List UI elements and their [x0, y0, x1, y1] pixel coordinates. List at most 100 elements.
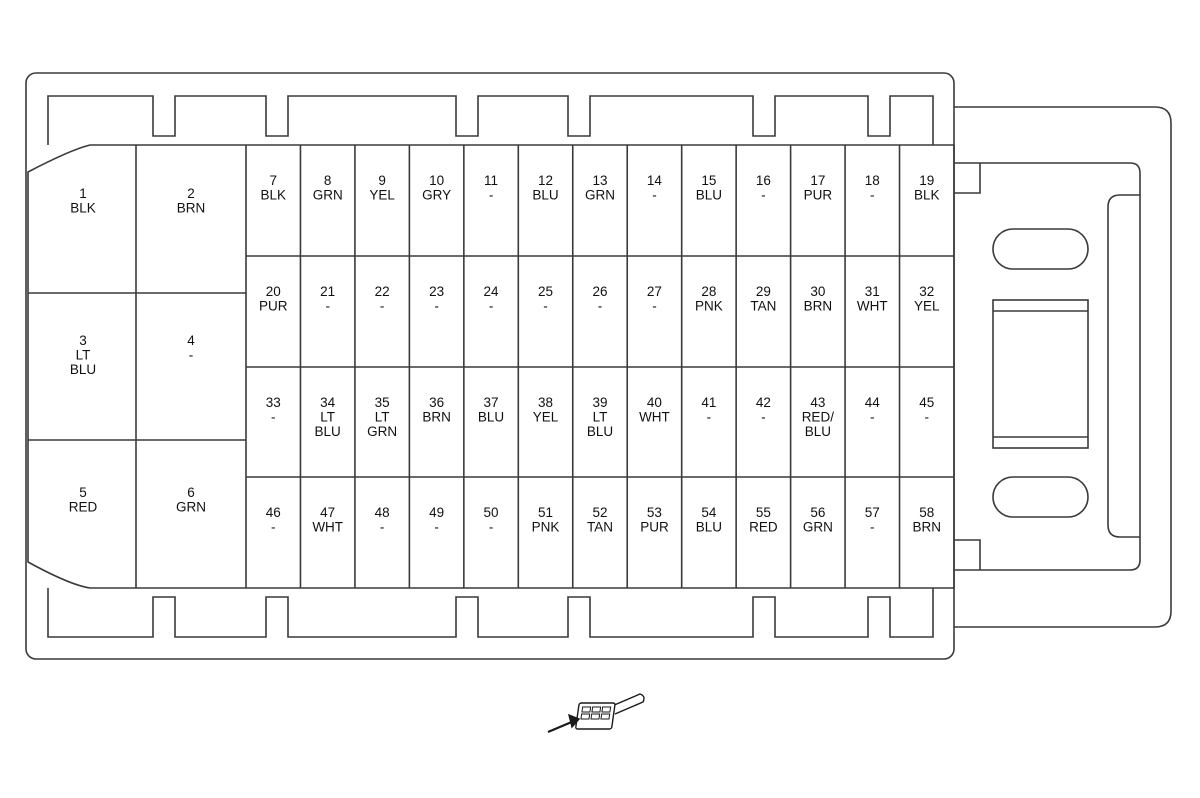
pin-number: 47 — [320, 505, 335, 520]
pin-number: 11 — [484, 173, 498, 188]
pin-cavity-49: 49- — [429, 505, 444, 535]
pin-wire-color: RED — [749, 520, 778, 535]
pin-number: 44 — [865, 395, 881, 410]
pin-number: 30 — [810, 284, 825, 299]
pin-wire-color: - — [870, 410, 875, 425]
pin-wire-color: - — [489, 520, 494, 535]
pin-number: 36 — [429, 395, 444, 410]
pin-number: 24 — [484, 284, 500, 299]
pin-wire-color: WHT — [312, 520, 343, 535]
pin-wire-color: - — [489, 188, 494, 203]
pin-wire-color: - — [434, 299, 439, 314]
pin-number: 23 — [429, 284, 444, 299]
pin-number: 22 — [375, 284, 390, 299]
pin-number: 1 — [79, 186, 87, 201]
pin-number: 56 — [810, 505, 825, 520]
pin-cavity-50: 50- — [484, 505, 499, 535]
pin-wire-color: BLU — [805, 424, 831, 439]
pin-wire-color: GRN — [313, 188, 343, 203]
pin-wire-color: BLU — [696, 520, 722, 535]
pin-number: 8 — [324, 173, 332, 188]
pin-number: 17 — [810, 173, 825, 188]
pin-number: 43 — [810, 395, 825, 410]
pin-number: 21 — [320, 284, 335, 299]
pin-wire-color: BLU — [587, 424, 613, 439]
connector-housing — [25, 72, 955, 660]
pin-wire-color: - — [380, 520, 385, 535]
pin-number: 41 — [701, 395, 716, 410]
pin-number: 19 — [919, 173, 934, 188]
pin-wire-color: YEL — [914, 299, 940, 314]
pin-cavity-11: 11- — [484, 173, 498, 203]
pin-cavity-25: 25- — [538, 284, 553, 314]
pin-wire-color: BLU — [478, 410, 504, 425]
pin-number: 12 — [538, 173, 553, 188]
pin-wire-color: - — [271, 520, 276, 535]
pin-number: 40 — [647, 395, 662, 410]
pin-number: 49 — [429, 505, 444, 520]
pin-number: 25 — [538, 284, 553, 299]
pin-wire-color: GRY — [422, 188, 451, 203]
pin-number: 46 — [266, 505, 281, 520]
pin-wire-color: BLK — [914, 188, 940, 203]
pin-wire-color: PUR — [640, 520, 669, 535]
pin-cavity-21: 21- — [320, 284, 335, 314]
pin-cavity-44: 44- — [865, 395, 881, 425]
pin-cavity-14: 14- — [647, 173, 663, 203]
pin-number: 6 — [187, 485, 195, 500]
pin-wire-color: BRN — [177, 201, 206, 216]
pin-wire-color: - — [325, 299, 330, 314]
pin-number: 34 — [320, 395, 336, 410]
pin-cavity-4: 4- — [187, 333, 195, 363]
pin-wire-color: - — [489, 299, 494, 314]
pin-wire-color: - — [870, 520, 875, 535]
pin-wire-color: WHT — [639, 410, 670, 425]
pin-number: 28 — [701, 284, 716, 299]
pin-wire-color: GRN — [367, 424, 397, 439]
pin-wire-color: BLK — [260, 188, 286, 203]
pin-wire-color: BLK — [70, 201, 96, 216]
pin-wire-color: LT — [320, 410, 335, 425]
pin-number: 26 — [592, 284, 607, 299]
pin-number: 51 — [538, 505, 553, 520]
pin-wire-color: - — [598, 299, 603, 314]
pin-wire-color: BRN — [804, 299, 833, 314]
pin-wire-color: LT — [593, 410, 608, 425]
pin-face — [27, 144, 955, 589]
pin-number: 5 — [79, 485, 87, 500]
pin-cavity-46: 46- — [266, 505, 281, 535]
latch-slot-upper — [992, 228, 1089, 270]
pin-wire-color: GRN — [803, 520, 833, 535]
pin-wire-color: WHT — [857, 299, 888, 314]
pin-number: 15 — [701, 173, 716, 188]
pin-cavity-45: 45- — [919, 395, 934, 425]
pin-cavity-18: 18- — [865, 173, 880, 203]
pin-number: 45 — [919, 395, 934, 410]
latch-inner — [954, 162, 1141, 571]
pin-wire-color: PNK — [532, 520, 560, 535]
pin-wire-color: BRN — [912, 520, 941, 535]
